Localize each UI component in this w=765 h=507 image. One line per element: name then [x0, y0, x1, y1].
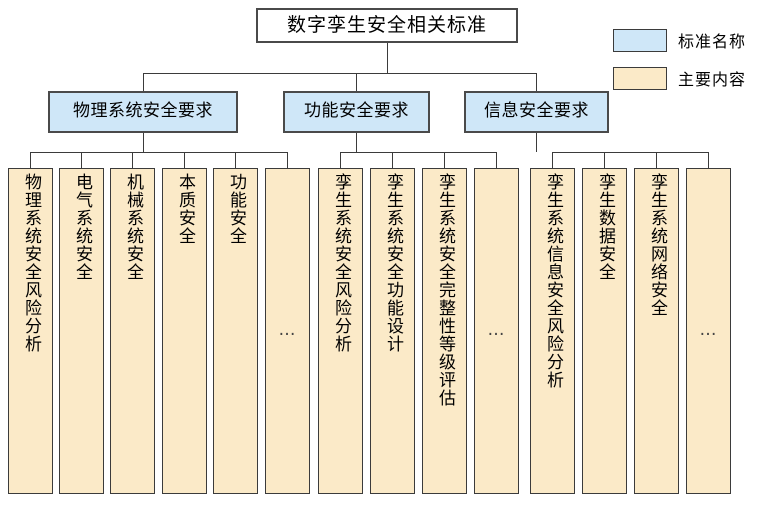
leaf-node-more-functional[interactable]: …	[474, 168, 519, 494]
level2-drop-connector-3	[536, 73, 537, 92]
leaf-node-label: 电气系统安全	[72, 173, 93, 281]
leaf-node-intrinsic-safety[interactable]: 本质安全	[162, 168, 207, 494]
branch1-stem-connector	[143, 133, 144, 152]
leaf-node-label: 物理系统安全风险分析	[21, 173, 42, 353]
legend-item-standard-name: 标准名称	[613, 28, 763, 52]
branch-node-information-security[interactable]: 信息安全要求	[464, 91, 609, 133]
branch1-leaf-connector-1	[30, 152, 31, 168]
branch3-leaf-connector-4	[708, 152, 709, 168]
branch2-leaf-connector-2	[392, 152, 393, 168]
root-stem-connector	[387, 43, 388, 73]
leaf-node-twin-system-network-security[interactable]: 孪生系统网络安全	[634, 168, 679, 494]
leaf-node-physical-system-risk-analysis[interactable]: 物理系统安全风险分析	[8, 168, 53, 494]
branch1-leaf-connector-2	[81, 152, 82, 168]
legend-swatch-main-content-icon	[613, 66, 667, 90]
branch3-stem-connector	[536, 133, 537, 152]
level2-drop-connector-1	[143, 73, 144, 92]
leaf-node-more-information[interactable]: …	[686, 168, 731, 494]
level2-distribution-bar	[143, 73, 536, 74]
branch1-distribution-bar	[30, 152, 287, 153]
leaf-node-label: …	[699, 320, 718, 341]
legend-item-main-content: 主要内容	[613, 66, 763, 90]
branch2-leaf-connector-1	[340, 152, 341, 168]
leaf-node-twin-system-safety-function-design[interactable]: 孪生系统安全功能设计	[370, 168, 415, 494]
leaf-node-functional-safety[interactable]: 功能安全	[213, 168, 258, 494]
legend-swatch-standard-name-icon	[613, 28, 667, 52]
leaf-node-label: 机械系统安全	[123, 173, 144, 281]
branch3-leaf-connector-1	[552, 152, 553, 168]
leaf-node-label: 孪生系统安全功能设计	[383, 173, 404, 353]
leaf-node-twin-system-safety-integrity-level-assessment[interactable]: 孪生系统安全完整性等级评估	[422, 168, 467, 494]
branch3-distribution-bar	[552, 152, 708, 153]
leaf-node-label: 功能安全	[226, 173, 247, 245]
leaf-node-twin-system-information-security-risk-analysis[interactable]: 孪生系统信息安全风险分析	[530, 168, 575, 494]
branch3-leaf-connector-2	[604, 152, 605, 168]
branch2-stem-connector	[356, 133, 357, 152]
branch-node-label: 信息安全要求	[484, 101, 589, 122]
legend-label-standard-name: 标准名称	[678, 32, 747, 51]
level2-drop-connector-2	[356, 73, 357, 92]
root-node-label: 数字孪生安全相关标准	[286, 13, 487, 36]
leaf-node-label: 孪生系统安全完整性等级评估	[435, 173, 456, 407]
branch1-leaf-connector-6	[287, 152, 288, 168]
branch1-leaf-connector-3	[132, 152, 133, 168]
leaf-node-label: …	[487, 320, 506, 341]
leaf-node-electrical-system-safety[interactable]: 电气系统安全	[59, 168, 104, 494]
branch2-leaf-connector-4	[496, 152, 497, 168]
leaf-node-mechanical-system-safety[interactable]: 机械系统安全	[110, 168, 155, 494]
leaf-node-label: 孪生数据安全	[595, 173, 616, 281]
branch2-leaf-connector-3	[444, 152, 445, 168]
branch3-leaf-connector-3	[656, 152, 657, 168]
legend-label-main-content: 主要内容	[678, 70, 747, 89]
leaf-node-label: 本质安全	[175, 173, 196, 245]
root-node[interactable]: 数字孪生安全相关标准	[256, 8, 518, 43]
leaf-node-twin-data-security[interactable]: 孪生数据安全	[582, 168, 627, 494]
legend: 标准名称 主要内容	[613, 28, 763, 104]
branch-node-functional-safety[interactable]: 功能安全要求	[283, 91, 430, 133]
branch2-distribution-bar	[340, 152, 496, 153]
branch1-leaf-connector-5	[235, 152, 236, 168]
branch1-leaf-connector-4	[184, 152, 185, 168]
branch-node-label: 功能安全要求	[304, 101, 409, 122]
leaf-node-label: 孪生系统安全风险分析	[331, 173, 352, 353]
leaf-node-label: …	[278, 320, 297, 341]
leaf-node-label: 孪生系统信息安全风险分析	[543, 173, 564, 389]
branch-node-label: 物理系统安全要求	[73, 101, 213, 122]
leaf-node-twin-system-safety-risk-analysis[interactable]: 孪生系统安全风险分析	[318, 168, 363, 494]
leaf-node-label: 孪生系统网络安全	[647, 173, 668, 317]
leaf-node-more-physical[interactable]: …	[265, 168, 310, 494]
branch-node-physical-system[interactable]: 物理系统安全要求	[48, 91, 238, 133]
